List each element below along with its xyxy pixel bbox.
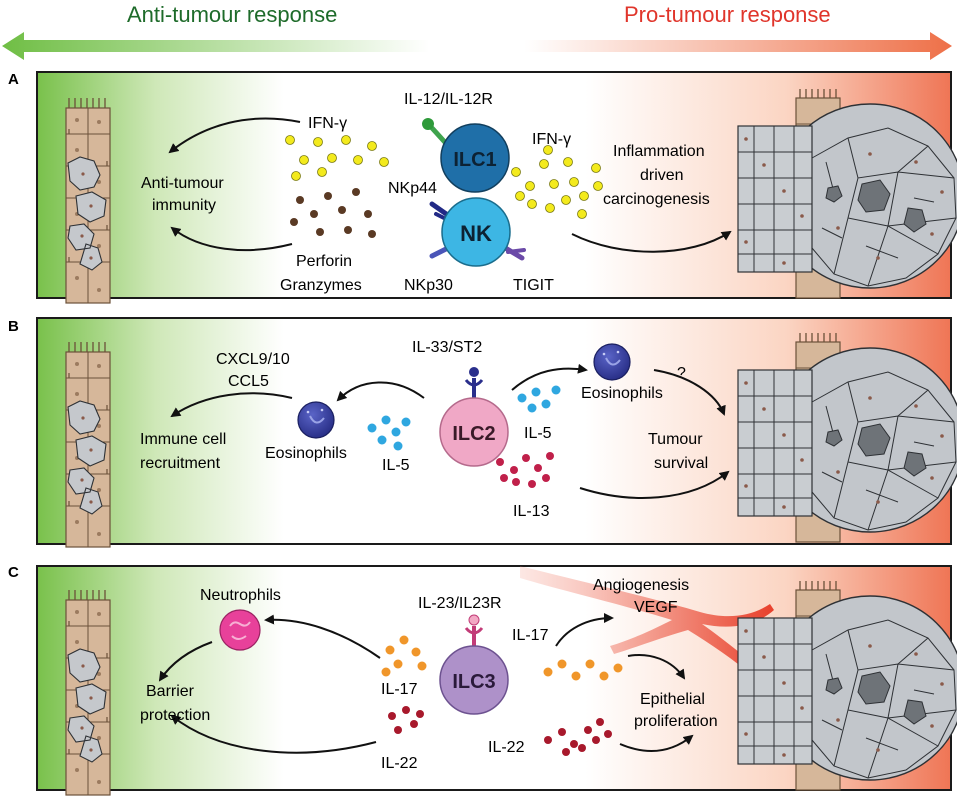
immune-recruitment-line1: Immune cell	[140, 431, 226, 448]
epithelial-proliferation-line2: proliferation	[634, 713, 718, 730]
panel-b: B CXCL9/10 CCL5 Immune cell recruitment …	[8, 317, 957, 548]
tumour-survival-line1: Tumour	[648, 431, 703, 448]
il23-receptor-icon	[464, 614, 484, 646]
nkp30-label: NKp30	[404, 277, 453, 294]
anti-tumour-immunity-line2: immunity	[152, 197, 216, 214]
il5-right-label: IL-5	[524, 425, 552, 442]
tigit-label: TIGIT	[513, 277, 554, 294]
tumour-survival-line2: survival	[654, 455, 708, 472]
ilc3-label: ILC3	[452, 671, 495, 693]
ifn-gamma-dots-left	[285, 135, 389, 181]
panel-b-letter: B	[8, 318, 19, 335]
nk-cell: NK	[441, 197, 511, 267]
il33-receptor-label: IL-33/ST2	[412, 339, 482, 356]
ilc1-label: ILC1	[453, 149, 496, 171]
il13-label: IL-13	[513, 503, 550, 520]
arrow-neutrophils-to-barrier	[158, 641, 213, 682]
eosinophils-right-label: Eosinophils	[581, 385, 663, 402]
ilc3-cell: ILC3	[439, 645, 509, 715]
il5-dots-right	[517, 385, 561, 413]
il13-dots	[496, 452, 554, 488]
il23-receptor-label: IL-23/IL23R	[418, 595, 502, 612]
ccl5-label: CCL5	[228, 373, 269, 390]
nk-label: NK	[460, 221, 492, 246]
arrow-to-recruitment	[170, 392, 293, 418]
pro-tumour-label: Pro-tumour response	[624, 2, 831, 27]
il17-right-label: IL-17	[512, 627, 549, 644]
vegf-label: VEGF	[634, 599, 678, 616]
arrow-ilc2-to-eosinophil-right	[511, 363, 588, 391]
inflammation-line3: carcinogenesis	[603, 191, 710, 208]
barrier-protection-line2: protection	[140, 707, 210, 724]
ilc2-cell: ILC2	[439, 397, 509, 467]
inflammation-line1: Inflammation	[613, 143, 705, 160]
normal-epithelium-c	[65, 589, 111, 796]
il5-left-label: IL-5	[382, 457, 410, 474]
il12-receptor-label: IL-12/IL-12R	[404, 91, 493, 108]
anti-tumour-label: Anti-tumour response	[127, 2, 337, 27]
arrow-il22-to-proliferation	[619, 734, 694, 752]
arrow-eosinophil-to-survival	[653, 369, 726, 416]
arrow-granules-to-immunity	[170, 226, 293, 252]
question-mark: ?	[677, 365, 686, 382]
arrow-ifn-to-immunity	[168, 117, 301, 154]
anti-tumour-immunity-line1: Anti-tumour	[141, 175, 224, 192]
eosinophil-left-icon	[297, 401, 335, 439]
panel-a: A IFN-γ Anti-tumour immunity Perforin Gr…	[8, 71, 957, 304]
granzymes-label: Granzymes	[280, 277, 362, 294]
epithelial-proliferation-line1: Epithelial	[640, 691, 705, 708]
cxcl-label: CXCL9/10	[216, 351, 290, 368]
barrier-protection-line1: Barrier	[146, 683, 195, 700]
il17-left-label: IL-17	[381, 681, 418, 698]
ifn-gamma-right-label: IFN-γ	[532, 131, 571, 148]
arrow-to-neutrophils	[264, 614, 381, 659]
immune-recruitment-line2: recruitment	[140, 455, 221, 472]
angiogenesis-label: Angiogenesis	[593, 577, 689, 594]
eosinophil-right-icon	[593, 343, 631, 381]
ifn-gamma-dots-right	[511, 145, 603, 219]
il22-right-label: IL-22	[488, 739, 525, 756]
arrow-il17-to-proliferation	[627, 654, 686, 680]
il33-receptor-icon	[464, 367, 484, 398]
nkp44-label: NKp44	[388, 180, 437, 197]
il17-dots-right	[543, 659, 623, 681]
panel-c: C Angiogenesis VEGF Neutrophils Barrier …	[8, 564, 957, 796]
il22-dots-right	[544, 718, 612, 756]
il22-dots-left	[388, 706, 424, 734]
arrow-ilc2-to-eosinophil	[336, 381, 425, 402]
neutrophil-icon	[219, 609, 261, 651]
panel-c-letter: C	[8, 564, 19, 581]
arrow-il17-to-angiogenesis	[555, 613, 614, 647]
response-axis-arrow	[2, 32, 952, 60]
il17-dots-left	[381, 635, 427, 677]
perforin-granzyme-dots	[290, 188, 376, 238]
ilc1-cell: ILC1	[440, 123, 510, 193]
ilc2-label: ILC2	[452, 423, 495, 445]
normal-epithelium-b	[65, 341, 111, 548]
perforin-label: Perforin	[296, 253, 352, 270]
il22-left-label: IL-22	[381, 755, 418, 772]
inflammation-line2: driven	[640, 167, 684, 184]
arrow-to-carcinogenesis	[571, 230, 732, 253]
arrow-il13-to-survival	[579, 470, 730, 499]
normal-epithelium-a	[65, 97, 111, 304]
neutrophils-label: Neutrophils	[200, 587, 281, 604]
eosinophils-left-label: Eosinophils	[265, 445, 347, 462]
arrow-il22-to-barrier	[170, 714, 377, 754]
ifn-gamma-left-label: IFN-γ	[308, 115, 347, 132]
panel-a-letter: A	[8, 71, 19, 88]
il5-dots-left	[367, 415, 411, 451]
